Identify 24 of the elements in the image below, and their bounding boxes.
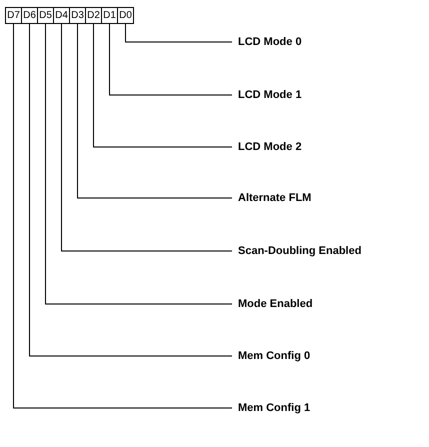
leader-line	[77, 24, 232, 198]
bit-label: Alternate FLM	[238, 191, 312, 205]
bit-cell: D7	[5, 7, 22, 24]
bit-label: LCD Mode 0	[238, 35, 302, 49]
bit-cell: D4	[53, 7, 70, 24]
leader-line	[13, 24, 232, 408]
bit-label: Mode Enabled	[238, 297, 313, 311]
leader-line	[93, 24, 232, 148]
leader-line	[125, 24, 232, 42]
bit-label: Mem Config 0	[238, 349, 310, 363]
bit-label: LCD Mode 1	[238, 88, 302, 102]
bit-label: LCD Mode 2	[238, 140, 302, 154]
bit-cell: D3	[69, 7, 86, 24]
leader-line	[45, 24, 232, 304]
bit-label: Scan-Doubling Enabled	[238, 244, 362, 258]
bit-cell: D6	[21, 7, 38, 24]
bit-cell: D0	[117, 7, 134, 24]
bit-label: Mem Config 1	[238, 401, 310, 415]
leader-line	[61, 24, 232, 252]
bit-cell: D2	[85, 7, 102, 24]
leader-line	[109, 24, 232, 96]
bit-cell: D5	[37, 7, 54, 24]
leader-line	[29, 24, 232, 356]
bit-cell: D1	[101, 7, 118, 24]
